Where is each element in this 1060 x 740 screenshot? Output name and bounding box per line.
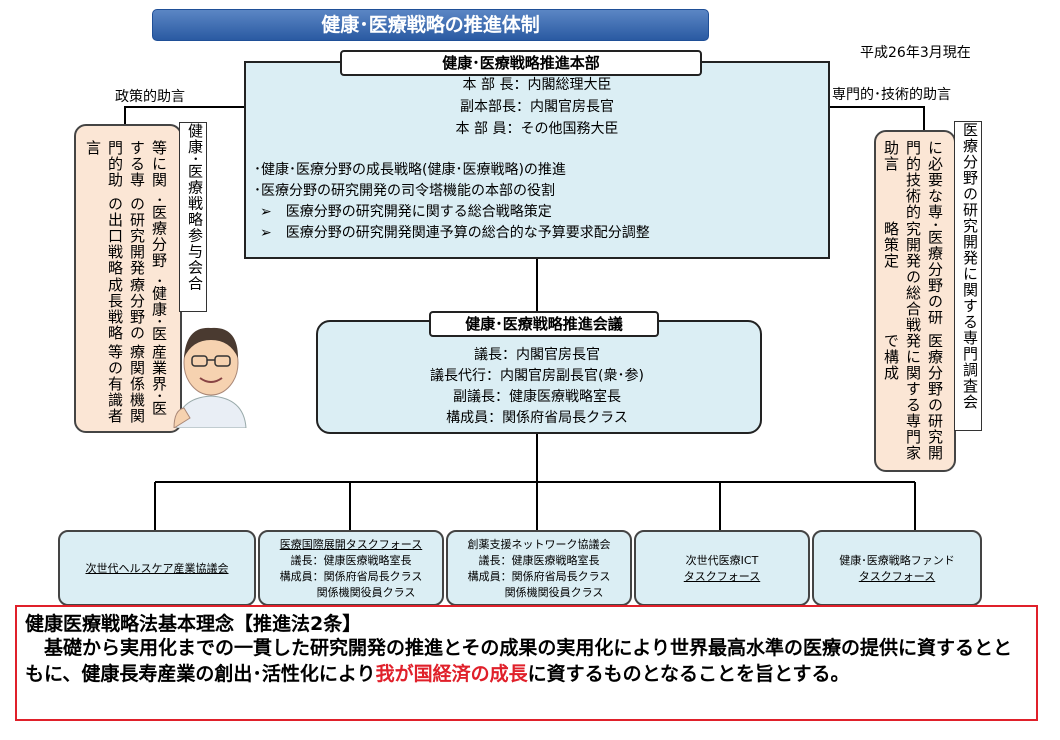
subgroup-line: 医療国際展開タスクフォース bbox=[279, 538, 423, 551]
subgroup-box: 次世代ヘルスケア産業協議会 bbox=[58, 530, 256, 606]
subgroup-line: 次世代ヘルスケア産業協議会 bbox=[85, 562, 229, 575]
conference-line: 構成員：関係府省局長クラス bbox=[446, 410, 628, 426]
subgroup-line: 議長：健康医療戦略室長 bbox=[290, 554, 412, 567]
hq-bullet: ･医療分野の研究開発の司令塔機能の本部の役割 bbox=[254, 183, 555, 199]
hq-member: 本 部 員：その他国務大臣 bbox=[455, 121, 619, 137]
subgroup-line: 構成員：関係府省局長クラス bbox=[467, 570, 611, 583]
conference-line: 議長代行：内閣官房副長官(衆･参) bbox=[430, 368, 644, 384]
subgroup-line: 関係機関役員クラス bbox=[504, 586, 604, 599]
hq-member: 副本部長：内閣官房長官 bbox=[460, 99, 614, 115]
law-body: 基礎から実用化までの一貫した研究開発の推進とその成果の実用化により世界最高水準の… bbox=[25, 635, 1031, 687]
page-title: 健康･医療戦略の推進体制 bbox=[152, 9, 709, 41]
subgroup-line: 関係機関役員クラス bbox=[316, 586, 416, 599]
subgroup-box: 創薬支援ネットワーク協議会 議長：健康医療戦略室長 構成員：関係府省局長クラス … bbox=[446, 530, 632, 606]
law-body-text-end: に資するものとなることを旨とする。 bbox=[527, 663, 850, 685]
hq-box bbox=[244, 61, 830, 259]
hq-text: 本 部 長：内閣総理大臣 副本部長：内閣官房長官 本 部 員：その他国務大臣 ･… bbox=[244, 74, 830, 241]
conference-text: 議長：内閣官房長官 議長代行：内閣官房副長官(衆･参) 副議長：健康医療戦略室長… bbox=[316, 345, 758, 429]
left-council-label: 健康･医療戦略参与会合 bbox=[179, 122, 207, 312]
conference-line: 副議長：健康医療戦略室長 bbox=[453, 389, 621, 405]
conference-box bbox=[316, 320, 762, 434]
hq-label: 健康･医療戦略推進本部 bbox=[340, 50, 702, 76]
right-council-line: に必要な専門的技術的助言 bbox=[882, 139, 944, 220]
hq-member: 本 部 長：内閣総理大臣 bbox=[462, 77, 612, 93]
subgroup-line: 構成員：関係府省局長クラス bbox=[279, 570, 423, 583]
left-council-lines: 産業界･医療関係機関等の有識者 ･健康･医療分野の成長戦略 ･医療分野の研究開発… bbox=[82, 140, 170, 425]
right-council-label: 医療分野の研究開発に関する専門調査会 bbox=[954, 121, 982, 431]
hq-bullet: ･健康･医療分野の成長戦略(健康･医療戦略)の推進 bbox=[254, 162, 566, 178]
person-illustration bbox=[173, 327, 247, 428]
left-council-line: ･健康･医療分野の成長戦略 bbox=[106, 276, 168, 342]
law-body-highlight: 我が国経済の成長 bbox=[375, 663, 528, 685]
conference-label: 健康･医療戦略推進会議 bbox=[429, 311, 659, 337]
left-council-line: 等に関する専門的助言 bbox=[84, 140, 168, 188]
law-box: 健康医療戦略法基本理念【推進法2条】 基礎から実用化までの一貫した研究開発の推進… bbox=[15, 605, 1038, 721]
subgroup-line: 次世代医療ICT bbox=[685, 554, 759, 567]
subgroup-line: 議長：健康医療戦略室長 bbox=[478, 554, 600, 567]
subgroup-line: タスクフォース bbox=[683, 570, 761, 583]
law-body-text: 基礎から実用化までの一貫した研究開発の推進とその成果の実用化により世界最高水準の… bbox=[25, 637, 1013, 685]
left-council-box bbox=[74, 124, 182, 433]
subgroup-box: 次世代医療ICT タスクフォース bbox=[634, 530, 810, 606]
right-council-line: 医療分野の研究開発に関する専門家で構成 bbox=[882, 333, 944, 462]
law-title: 健康医療戦略法基本理念【推進法2条】 bbox=[25, 613, 362, 635]
hq-bullet: ➢ 医療分野の研究開発に関する総合戦略策定 bbox=[260, 204, 552, 220]
subgroup-box: 医療国際展開タスクフォース 議長：健康医療戦略室長 構成員：関係府省局長クラス … bbox=[258, 530, 444, 606]
subgroup-line: 創薬支援ネットワーク協議会 bbox=[467, 538, 611, 551]
subgroup-line: タスクフォース bbox=[858, 570, 936, 583]
right-council-lines: 医療分野の研究開発に関する専門家で構成 ･医療分野の研究開発の総合戦略策定 に必… bbox=[880, 140, 946, 462]
right-council-line: ･医療分野の研究開発の総合戦略策定 bbox=[882, 221, 944, 334]
left-council-line: ･医療分野の研究開発の出口戦略 bbox=[106, 195, 168, 276]
hq-bullet: ➢ 医療分野の研究開発関連予算の総合的な予算要求配分調整 bbox=[260, 225, 650, 241]
date-label: 平成26年3月現在 bbox=[860, 45, 971, 61]
left-advice-label: 政策的助言 bbox=[115, 89, 185, 105]
hq-bullets: ･健康･医療分野の成長戦略(健康･医療戦略)の推進 ･医療分野の研究開発の司令塔… bbox=[254, 160, 650, 244]
conference-line: 議長：内閣官房長官 bbox=[474, 347, 600, 363]
left-council-line: 産業界･医療関係機関等の有識者 bbox=[106, 344, 168, 424]
subgroup-box: 健康･医療戦略ファンド タスクフォース bbox=[812, 530, 982, 606]
subgroup-line: 健康･医療戦略ファンド bbox=[839, 554, 955, 567]
right-advice-label: 専門的･技術的助言 bbox=[832, 87, 951, 103]
